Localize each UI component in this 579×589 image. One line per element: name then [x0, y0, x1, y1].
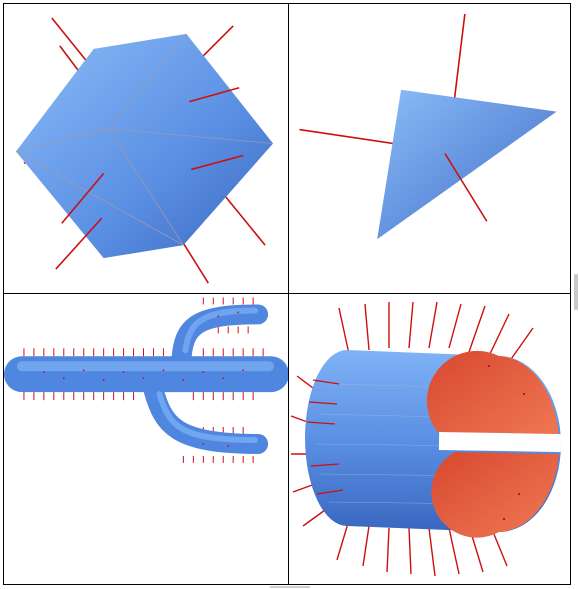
viewport-grid [3, 3, 571, 585]
panel-cube[interactable] [4, 4, 289, 294]
panel-branching-tube[interactable] [4, 294, 289, 584]
resize-handle[interactable] [270, 586, 310, 588]
scrollbar-thumb[interactable] [574, 274, 578, 310]
triangle-icon [299, 13, 557, 240]
panel-cut-cylinder[interactable] [289, 294, 570, 584]
cube-icon [15, 17, 274, 284]
cut-cylinder-icon [290, 301, 562, 577]
branching-tube-icon [4, 297, 288, 463]
panel-triangle[interactable] [289, 4, 570, 294]
